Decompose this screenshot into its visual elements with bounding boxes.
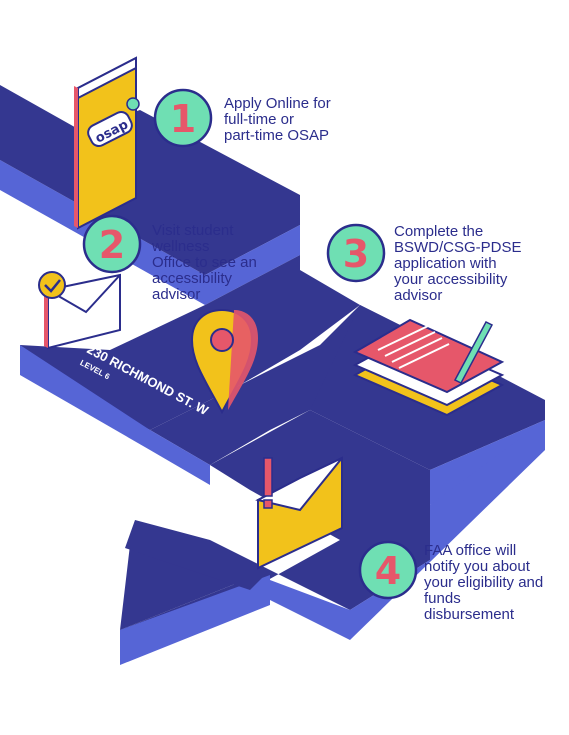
step-2-text: Visit student wellness Office to see an …: [152, 222, 257, 303]
envelope-check-icon: [38, 271, 121, 350]
documents-pen-icon: [352, 318, 505, 417]
step-1-text: Apply Online for full-time or part-time …: [224, 95, 331, 144]
step-3-badge: 3: [326, 223, 386, 283]
step-1-number: 1: [170, 97, 196, 141]
envelope-alert-icon: [255, 456, 343, 570]
step-4-number: 4: [375, 549, 401, 593]
step-3-text: Complete the BSWD/CSG-PDSE application w…: [394, 223, 522, 304]
map-pin-icon: [190, 308, 258, 415]
step-2-number: 2: [99, 223, 125, 267]
osap-browser-icon: osap: [74, 56, 140, 230]
step-3-number: 3: [343, 232, 369, 276]
step-4-text: FAA office will notify you about your el…: [424, 542, 544, 623]
step-4-badge: 4: [358, 540, 418, 600]
step-2-badge: 2: [82, 214, 142, 274]
step-1-badge: 1: [153, 88, 213, 148]
